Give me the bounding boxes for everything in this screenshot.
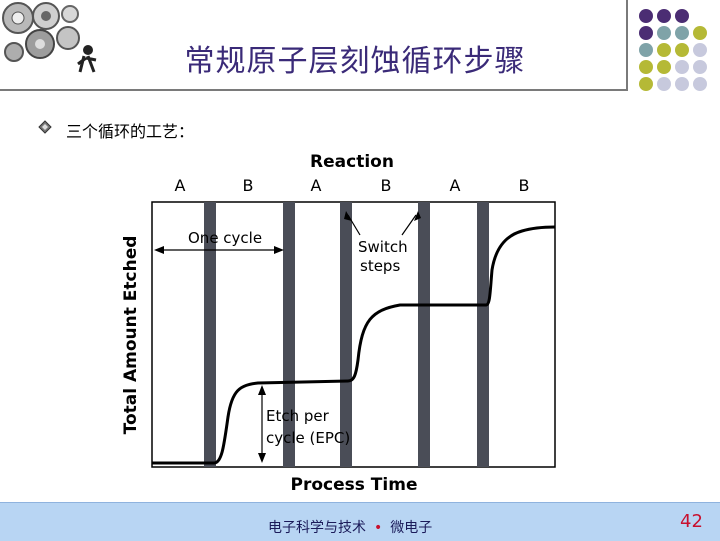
decorative-dot [657,77,671,91]
x-axis-label: Process Time [291,475,418,495]
epc-label-line2: cycle (EPC) [266,429,350,447]
switch-arrow-right [401,214,417,236]
switch-arrowhead-right [414,211,421,221]
decorative-dot-grid [639,9,707,91]
decorative-dot [693,26,707,40]
decorative-dot [675,26,689,40]
switch-arrowhead-left [344,211,352,221]
decorative-dot [657,43,671,57]
epc-label-line1: Etch per [266,407,330,425]
footer-text-right: 微电子 [390,520,433,536]
decorative-dot [675,43,689,57]
decorative-dot [693,77,707,91]
page-number: 42 [680,511,703,532]
decorative-dot [639,9,653,23]
epc-arrowhead-top [258,385,266,395]
decorative-dot [675,60,689,74]
switch-bar-2 [283,202,295,467]
switch-label-line2: steps [360,257,400,275]
step-label-1: A [175,176,186,195]
vertical-divider [626,0,628,91]
decorative-dot [657,26,671,40]
footer-bar: 电子科学与技术 • 微电子 42 [0,502,720,541]
footer-separator: • [374,520,383,536]
bullet-icon [38,120,52,134]
reaction-label: Reaction [310,152,394,172]
step-label-4: B [381,176,392,195]
footer-text-left: 电子科学与技术 [268,520,366,536]
decorative-dot [675,77,689,91]
footer-text: 电子科学与技术 • 微电子 [268,517,432,537]
decorative-dot [693,43,707,57]
switch-bar-3 [340,202,352,467]
decorative-dot [639,26,653,40]
decorative-dot [639,77,653,91]
one-cycle-arrowhead-right [274,246,284,254]
slide-title: 常规原子层刻蚀循环步骤 [184,44,526,79]
step-label-3: A [311,176,322,195]
step-label-2: B [243,176,254,195]
decorative-dot [675,9,689,23]
switch-bar-1 [204,202,216,467]
etch-curve [152,225,556,465]
switch-bar-5 [477,202,489,467]
decorative-dot [693,60,707,74]
title-divider [0,89,628,91]
decorative-dot [657,9,671,23]
switch-bar-4 [418,202,430,467]
epc-arrowhead-bottom [258,453,266,463]
bullet-text: 三个循环的工艺： [66,122,195,141]
logo-image [2,2,97,73]
switch-label-line1: Switch [358,238,408,256]
step-label-5: A [450,176,461,195]
y-axis-label: Total Amount Etched [121,236,141,435]
step-label-6: B [519,176,530,195]
one-cycle-label: One cycle [188,229,262,247]
one-cycle-arrowhead-left [154,246,164,254]
decorative-dot [639,43,653,57]
decorative-dot [657,60,671,74]
plot-frame [151,201,556,468]
decorative-dot [639,60,653,74]
ale-cycle-diagram: Reaction A B A B A B Total Amount Etched… [121,152,556,495]
